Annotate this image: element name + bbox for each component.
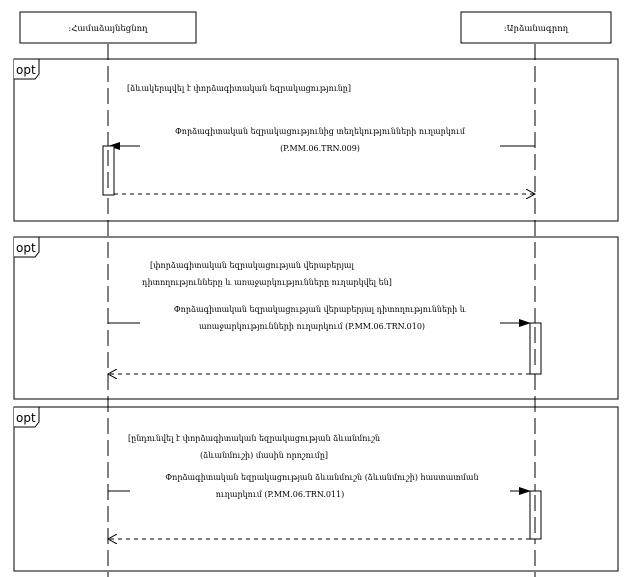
activation-bar (529, 322, 542, 375)
guard-condition: [ձևակերպվել է փորձագիտական եզրակացությու… (127, 84, 351, 93)
message-label-code: (P.MM.06.TRN.009) (280, 144, 360, 153)
activation-bar (102, 145, 115, 196)
message-label: Փորձագիտական եզրակացությունից տեղեկությո… (175, 127, 466, 136)
guard-condition: [ընդունվել է փորձագիտական եզրակացության … (128, 434, 380, 443)
guard-condition-line2: (ձևանմուշի) մասին որոշումը] (200, 451, 328, 460)
opt-fragment-2: opt [փորձագիտական եզրակացության վերաբերյ… (13, 236, 619, 400)
opt-keyword: opt (16, 63, 36, 77)
message-label: Փորձագիտական եզրակացության վերաբերյալ դի… (174, 305, 467, 314)
opt-fragment-3: opt [ընդունվել է փորձագիտական եզրակացութ… (13, 406, 619, 572)
guard-condition: [փորձագիտական եզրակացության վերաբերյալ (150, 261, 356, 270)
participant-left: :Համաձայնեցնող (19, 11, 197, 44)
participant-right-label: :Արձանագրող (504, 24, 569, 34)
opt-fragment-1: opt [ձևակերպվել է փորձագիտական եզրակացու… (13, 58, 619, 222)
participant-left-label: :Համաձայնեցնող (68, 24, 148, 34)
activation-bar (529, 490, 542, 540)
opt-keyword: opt (16, 411, 36, 425)
message-label: Փորձագիտական եզրակացության ձևանմուշն (ձև… (165, 473, 478, 482)
message-label-line2: առաջարկությունների ուղարկում (P.MM.06.TR… (199, 322, 425, 331)
guard-condition-line2: դիտողությունները և առաջարկությունները ու… (142, 278, 392, 287)
participant-right: :Արձանագրող (460, 11, 612, 44)
message-label-line2: ուղարկում (P.MM.06.TRN.011) (216, 490, 345, 499)
opt-keyword: opt (16, 241, 36, 255)
